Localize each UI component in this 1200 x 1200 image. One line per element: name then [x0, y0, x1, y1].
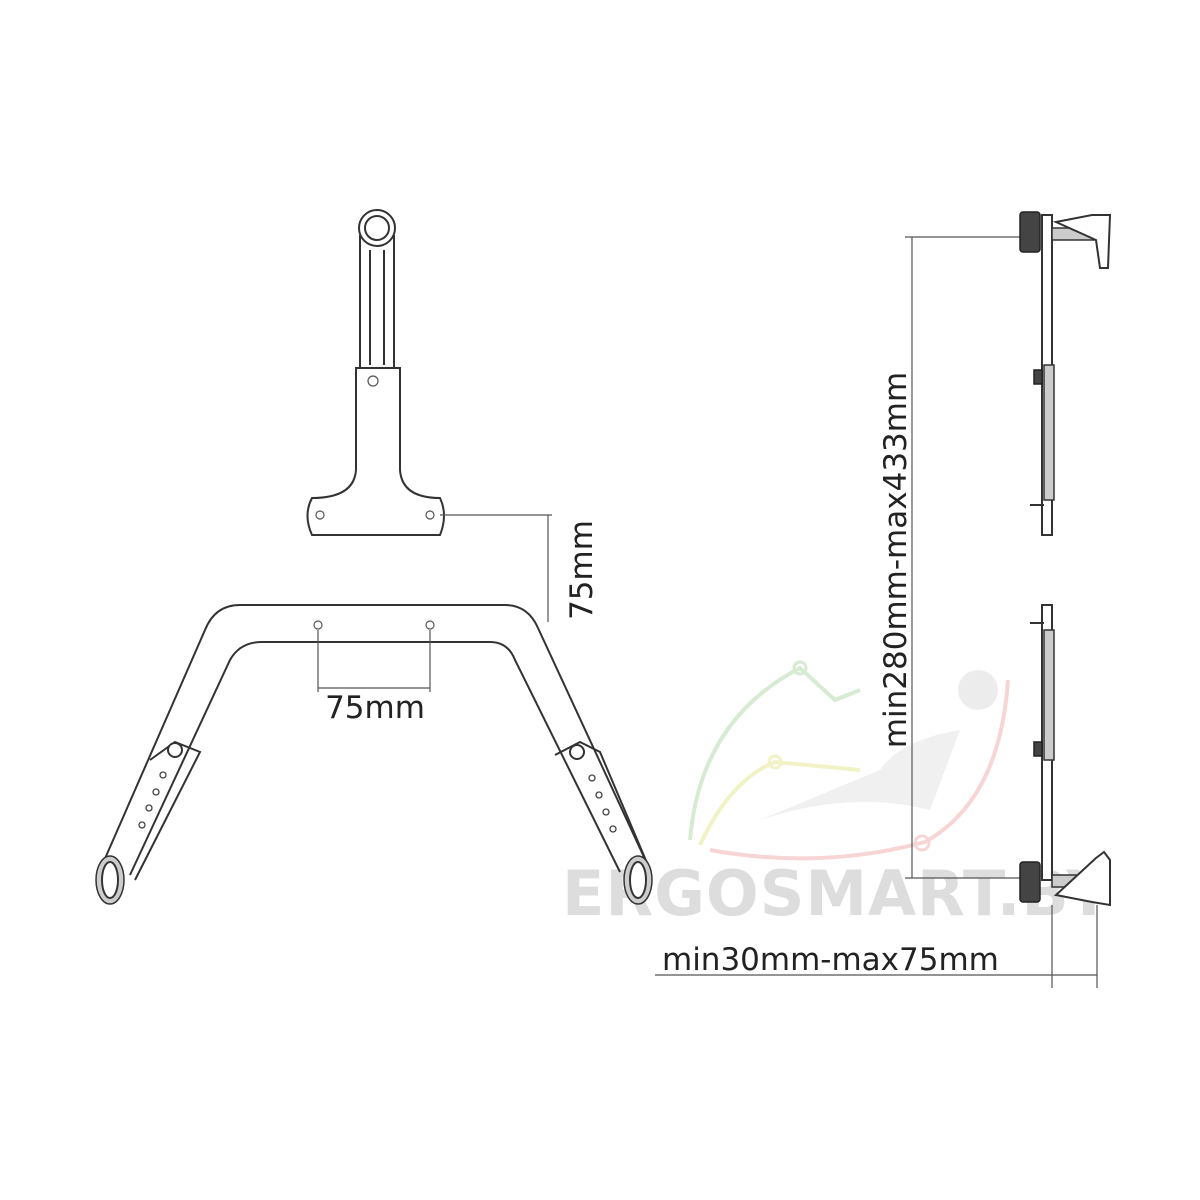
pivot-hole	[367, 375, 379, 387]
dimension-hole-spacing	[317, 630, 431, 692]
dimension-label-bracket-depth: min30mm-max75mm	[662, 942, 999, 978]
foot-knob	[623, 855, 653, 905]
vesa-hole	[315, 510, 325, 520]
dimension-bracket-depth	[655, 905, 1098, 988]
bottom-frame	[95, 604, 653, 905]
dimension-arm-height	[440, 514, 552, 622]
lower-bracket	[1019, 604, 1111, 907]
watermark-logo	[688, 660, 1010, 861]
foot-knob	[95, 855, 125, 905]
dimension-label-bracket-height: min280mm-max433mm	[878, 372, 914, 748]
top-arm	[306, 209, 445, 536]
vesa-hole	[425, 510, 435, 520]
dimension-bracket-height	[905, 236, 1022, 879]
dimension-label-hole-spacing: 75mm	[325, 690, 425, 726]
dimension-label-arm-height: 75mm	[564, 520, 600, 620]
upper-bracket	[1019, 211, 1112, 536]
